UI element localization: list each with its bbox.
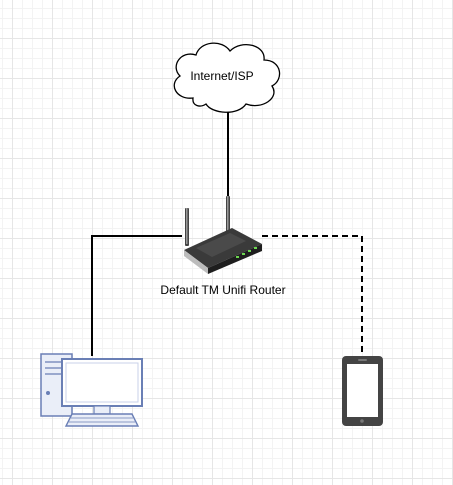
desktop-computer-icon — [40, 353, 143, 427]
phone-node[interactable] — [342, 356, 383, 426]
edge-router-phone[interactable] — [262, 235, 363, 356]
router-icon — [184, 196, 262, 274]
smartphone-icon — [342, 356, 383, 426]
internet-label: Internet/ISP — [190, 69, 253, 83]
desktop-node[interactable] — [40, 353, 143, 427]
internet-node[interactable]: Internet/ISP — [173, 42, 281, 113]
router-label: Default TM Unifi Router — [160, 283, 285, 297]
connections — [91, 112, 363, 356]
edge-router-desktop[interactable] — [91, 235, 182, 356]
cloud-icon — [173, 42, 281, 113]
router-node[interactable]: Default TM Unifi Router — [160, 196, 286, 297]
